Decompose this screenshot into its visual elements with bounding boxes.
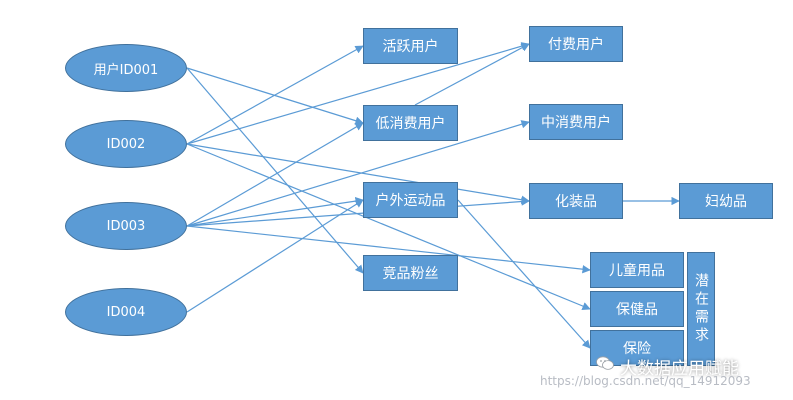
user-node-id001: 用户ID001 — [65, 44, 187, 92]
tag-node-health-products: 保健品 — [590, 291, 684, 327]
user-node-label: 用户ID001 — [93, 62, 159, 78]
tag-node-mid-spend-user: 中消费用户 — [529, 104, 623, 140]
edge-layer — [186, 42, 680, 349]
tag-node-low-spend-user: 低消费用户 — [363, 105, 458, 141]
tag-label: 低消费用户 — [375, 116, 446, 132]
tag-label: 中消费用户 — [541, 115, 611, 131]
tag-label: 儿童用品 — [609, 263, 665, 279]
potential-demand-label: 潜在需求 — [693, 273, 709, 345]
user-node-label: ID003 — [106, 218, 146, 234]
tag-node-cosmetics: 化装品 — [529, 183, 623, 219]
edge-arrow — [186, 120, 530, 227]
tag-label: 付费用户 — [548, 37, 604, 53]
edge-arrow — [186, 225, 591, 274]
edge-arrow — [186, 143, 530, 204]
edge-arrow — [186, 122, 364, 227]
potential-demand-group: 潜在需求 — [687, 252, 715, 366]
edge-arrow — [186, 199, 364, 313]
watermark-brand: 大数据应用赋能 — [620, 359, 739, 379]
user-node-id002: ID002 — [65, 120, 187, 168]
edge-arrow — [186, 197, 530, 227]
edge-arrow — [186, 196, 364, 227]
edge-arrow — [186, 42, 530, 145]
watermark-url: https://blog.csdn.net/qq_14912093 — [540, 374, 751, 388]
edge-arrow — [414, 43, 530, 106]
user-node-label: ID004 — [106, 304, 146, 320]
tag-label: 竞品粉丝 — [382, 266, 439, 282]
user-node-id004: ID004 — [65, 288, 187, 336]
tag-node-active-user: 活跃用户 — [363, 28, 458, 64]
tag-label: 户外运动品 — [375, 193, 446, 209]
tag-node-kids-products: 儿童用品 — [590, 252, 684, 288]
tag-label: 保险 — [623, 341, 651, 357]
edge-arrow — [186, 45, 364, 145]
tag-label: 活跃用户 — [382, 39, 439, 55]
tag-node-outdoor-sports: 户外运动品 — [363, 182, 458, 218]
tag-label: 保健品 — [616, 302, 658, 318]
tag-node-maternal-infant: 妇幼品 — [679, 183, 773, 219]
edge-arrow — [457, 199, 591, 349]
tag-label: 化装品 — [555, 194, 597, 210]
tag-node-paid-user: 付费用户 — [529, 26, 623, 62]
user-node-label: ID002 — [106, 136, 146, 152]
tag-node-competitor-fans: 竞品粉丝 — [363, 255, 458, 291]
user-node-id003: ID003 — [65, 202, 187, 250]
wechat-icon — [596, 356, 614, 370]
tag-label: 妇幼品 — [705, 194, 747, 210]
edge-arrow — [186, 143, 591, 311]
edge-arrow — [186, 67, 364, 274]
